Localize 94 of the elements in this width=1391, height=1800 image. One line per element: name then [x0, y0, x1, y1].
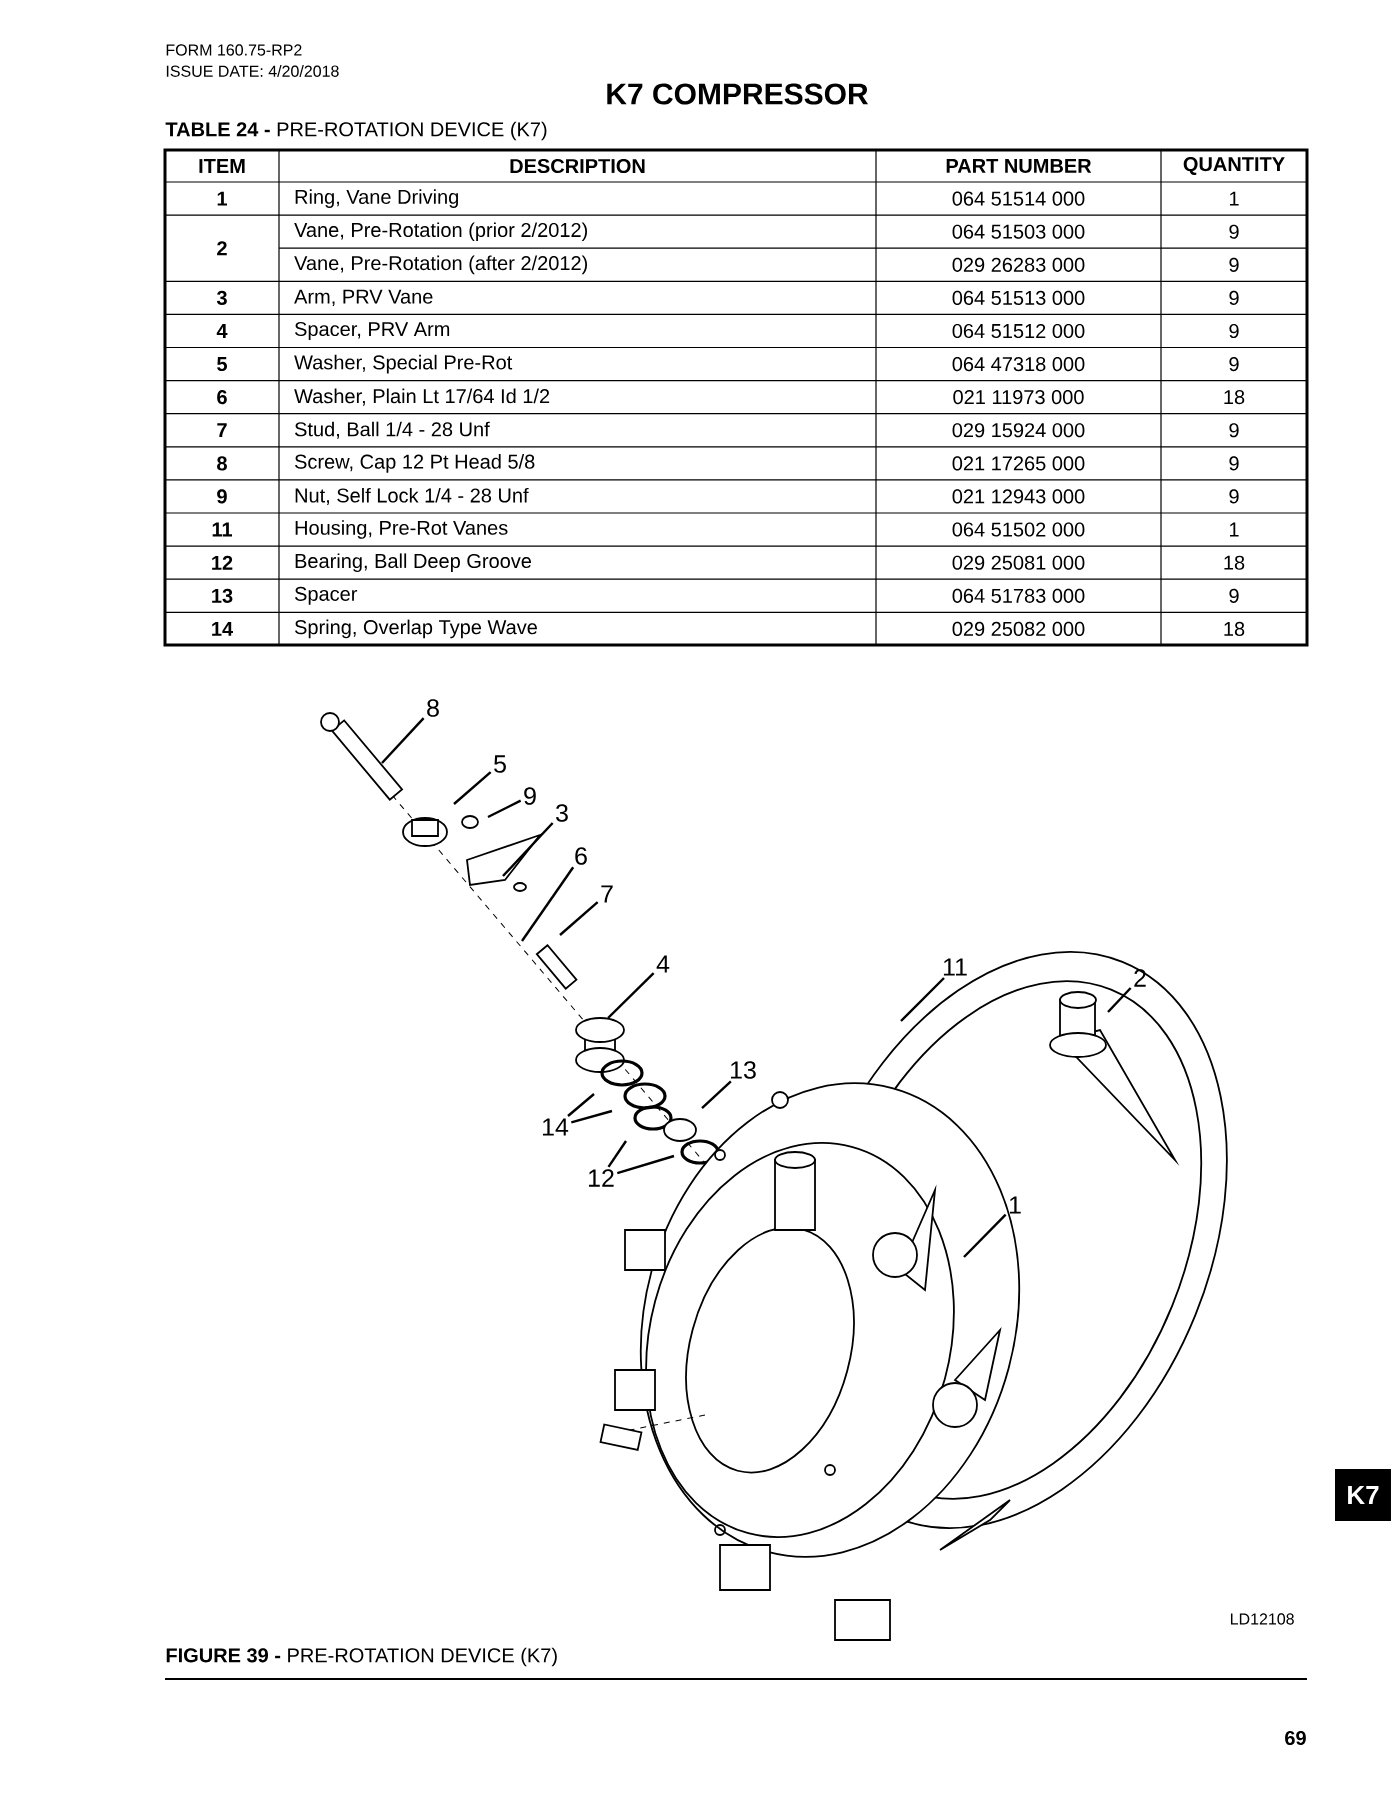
table-cell: 029 25082 000 [952, 621, 1085, 636]
table-header: PART NUMBER [946, 159, 1092, 173]
leader-line [381, 717, 425, 764]
table-cell: 9 [1229, 290, 1239, 305]
leader-line [567, 1093, 595, 1117]
leader-line [1107, 987, 1132, 1013]
leader-line [607, 972, 655, 1019]
table-cell: Spacer, PRV Arm [295, 321, 450, 341]
table-cell: 064 51503 000 [952, 224, 1085, 239]
table-cell: 021 17265 000 [952, 456, 1085, 471]
issue-date: ISSUE DATE: 4/20/2018 [166, 65, 339, 77]
table-cell: Screw, Cap 12 Pt Head 5/8 [295, 454, 535, 473]
table-cell: Spacer [295, 586, 358, 605]
callout-number: 6 [575, 847, 587, 865]
leader-line [453, 771, 492, 805]
leader-line [607, 1140, 627, 1168]
table-title: TABLE 24 - PRE-ROTATION DEVICE (K7) [165, 121, 547, 141]
table-cell: 064 47318 000 [952, 357, 1085, 372]
table-cell: 9 [1229, 489, 1239, 504]
leader-line [487, 799, 522, 819]
table-header: QUANTITY [1183, 157, 1285, 175]
table-cell: 4 [216, 324, 228, 338]
table-cell: 9 [1229, 323, 1239, 339]
callout-number: 1 [1009, 1196, 1021, 1214]
callout-number: 8 [427, 699, 439, 717]
callout-number: 11 [943, 958, 967, 976]
table-cell: Nut, Self Lock 1/4 - 28 Unf [295, 487, 529, 505]
table-cell: 14 [212, 622, 233, 636]
leader-line [502, 822, 554, 877]
table-cell: 2 [217, 241, 227, 256]
table-cell: Ring, Vane Driving [295, 189, 458, 208]
table-cell: 1 [1230, 522, 1239, 537]
table-cell: 1 [1230, 191, 1239, 206]
table-cell: 064 51783 000 [952, 588, 1085, 603]
table-cell: Vane, Pre-Rotation (prior 2/2012) [294, 222, 587, 241]
leader-line [571, 1109, 613, 1124]
table-cell: 7 [217, 423, 227, 438]
table-cell: 6 [217, 390, 227, 405]
table-cell: 064 51513 000 [952, 290, 1085, 305]
table-cell: 18 [1224, 621, 1245, 636]
figure-id: LD12108 [1231, 1613, 1294, 1625]
callout-number: 4 [656, 955, 670, 973]
table-cell: 021 11973 000 [953, 390, 1084, 405]
table-cell: 9 [1229, 224, 1239, 239]
table-cell: 064 51512 000 [952, 323, 1085, 339]
form-number: FORM 160.75-RP2 [166, 44, 302, 56]
table-cell: 18 [1224, 390, 1245, 405]
table-cell: 029 25081 000 [952, 555, 1085, 570]
figure-caption: FIGURE 39 - PRE-ROTATION DEVICE (K7) [166, 1647, 557, 1667]
callout-number: 7 [601, 885, 613, 903]
table-cell: 064 51514 000 [952, 191, 1085, 206]
table-cell: Housing, Pre-Rot Vanes [295, 520, 508, 539]
table-cell: Washer, Special Pre-Rot [294, 354, 513, 374]
table-cell: 5 [217, 357, 227, 372]
section-tab: K7 [1335, 1469, 1391, 1521]
table-cell: 9 [1229, 257, 1239, 272]
table-cell: 064 51502 000 [952, 522, 1085, 537]
callout-number: 3 [556, 804, 568, 822]
page-title: K7 COMPRESSOR [607, 83, 869, 105]
table-cell: 9 [1229, 357, 1239, 372]
table-cell: 13 [212, 588, 233, 603]
leader-line [963, 1213, 1007, 1258]
leader-line [559, 901, 599, 936]
callout-number: 9 [524, 787, 536, 805]
table-cell: Bearing, Ball Deep Groove [295, 553, 532, 572]
leader-line [616, 1154, 675, 1175]
table-cell: Arm, PRV Vane [294, 289, 433, 307]
callout-number: 5 [494, 755, 506, 773]
callout-number: 13 [731, 1061, 756, 1079]
callout-number: 14 [543, 1118, 569, 1136]
table-header: DESCRIPTION [510, 158, 645, 174]
table-cell: 8 [217, 456, 227, 471]
table-cell: Washer, Plain Lt 17/64 Id 1/2 [294, 388, 550, 406]
table-cell: 021 12943 000 [952, 489, 1085, 504]
callout-number: 12 [589, 1169, 614, 1187]
table-cell: 9 [217, 489, 227, 504]
leader-line [521, 866, 575, 942]
table-cell: 029 26283 000 [952, 257, 1085, 272]
table-cell: 9 [1229, 456, 1239, 471]
table-cell: 029 15924 000 [952, 423, 1085, 438]
table-cell: Spring, Overlap Type Wave [295, 619, 537, 639]
table-cell: 9 [1229, 423, 1239, 438]
table-cell: 12 [212, 555, 233, 570]
table-cell: Vane, Pre-Rotation (after 2/2012) [294, 255, 588, 275]
table-cell: 1 [217, 191, 227, 206]
table-cell: 18 [1224, 555, 1245, 570]
leader-line [900, 977, 945, 1022]
table-cell: 11 [212, 522, 232, 537]
table-cell: 3 [216, 290, 227, 305]
table-cell: Stud, Ball 1/4 - 28 Unf [295, 421, 490, 439]
table-cell: 9 [1229, 588, 1239, 603]
table-header: ITEM [199, 159, 245, 173]
leader-line [701, 1080, 732, 1109]
page-number: 69 [1285, 1730, 1306, 1746]
